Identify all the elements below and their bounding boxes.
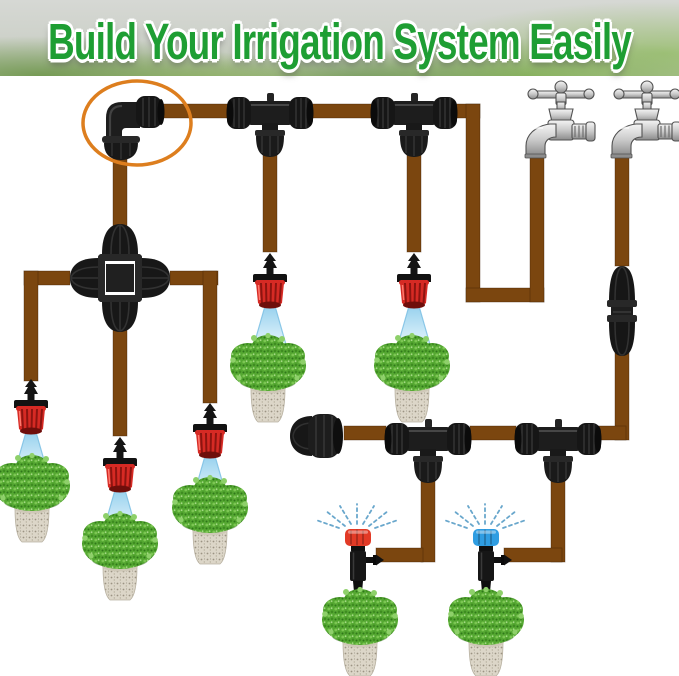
potted-plant bbox=[373, 332, 451, 423]
tee-connector bbox=[384, 418, 472, 484]
tube-cross-right-down bbox=[202, 270, 218, 404]
tube-tee3-to-tee4 bbox=[469, 425, 517, 441]
tube-tee1-branch bbox=[262, 151, 278, 253]
tube-to-blue-stake bbox=[503, 547, 563, 563]
micro-dripper bbox=[13, 378, 49, 436]
straight-coupler bbox=[606, 265, 638, 357]
potted-plant bbox=[171, 474, 249, 565]
tube-u-left bbox=[465, 103, 481, 303]
potted-plant bbox=[229, 332, 307, 423]
tube-faucet1-down bbox=[529, 157, 545, 303]
tube-elbow-to-tee1 bbox=[159, 103, 231, 119]
micro-dripper bbox=[396, 252, 432, 310]
potted-plant bbox=[447, 586, 525, 676]
tube-cross-down bbox=[112, 329, 128, 437]
potted-plant bbox=[0, 452, 71, 543]
potted-plant bbox=[321, 586, 399, 676]
tee-connector bbox=[370, 92, 458, 158]
micro-dripper bbox=[192, 402, 228, 460]
elbow-connector bbox=[100, 94, 166, 162]
tee-connector bbox=[226, 92, 314, 158]
cross-connector bbox=[69, 223, 171, 333]
tube-into-tee4 bbox=[597, 425, 627, 441]
potted-plant bbox=[81, 510, 159, 601]
fountain-spray bbox=[443, 503, 527, 529]
tubing-network bbox=[23, 103, 630, 563]
fountain-spray bbox=[315, 503, 399, 529]
micro-dripper bbox=[252, 252, 288, 310]
faucet bbox=[524, 80, 596, 159]
micro-dripper bbox=[102, 436, 138, 494]
tube-plug-to-tee3 bbox=[343, 425, 387, 441]
faucet bbox=[610, 80, 679, 159]
tube-cross-left-down bbox=[23, 270, 39, 382]
tube-elbow-to-cross bbox=[112, 155, 128, 227]
end-plug bbox=[289, 413, 344, 459]
tube-faucet2-to-coupler bbox=[614, 155, 630, 267]
tee-connector bbox=[514, 418, 602, 484]
tube-tee1-to-tee2 bbox=[307, 103, 375, 119]
banner: Build Your Irrigation System Easily bbox=[0, 0, 679, 76]
tube-tee2-branch bbox=[406, 151, 422, 253]
highlight-circle bbox=[81, 79, 193, 167]
banner-title: Build Your Irrigation System Easily bbox=[48, 14, 632, 71]
